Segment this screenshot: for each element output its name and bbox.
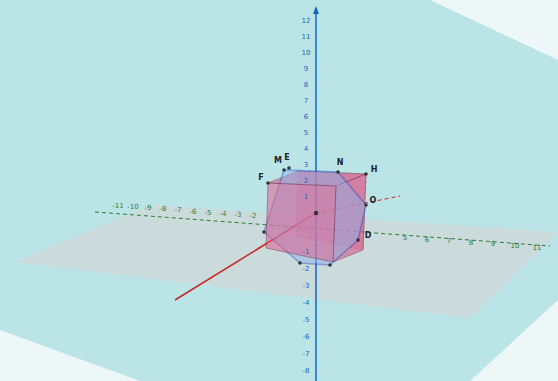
y-tick: 9 [491,240,495,248]
z-tick: 5 [304,129,308,137]
z-tick: -2 [303,265,310,273]
z-tick: 12 [302,17,311,25]
y-tick: -3 [235,211,242,219]
y-tick: 5 [403,234,407,242]
point-label: E [284,154,289,162]
y-tick: 10 [511,242,520,250]
y-tick: -8 [160,205,167,213]
z-tick: 7 [304,97,308,105]
y-tick: -4 [220,210,227,218]
z-tick: 10 [302,49,311,57]
z-tick: -8 [303,367,310,375]
y-tick: 6 [425,236,429,244]
z-tick: 11 [302,33,311,41]
z-tick: 4 [304,145,308,153]
z-tick: 3 [304,161,308,169]
point-label: M [274,157,282,165]
z-tick: -1 [303,248,310,256]
z-tick: 1 [304,193,308,201]
z-tick: -3 [303,282,310,290]
z-tick: -4 [303,299,310,307]
y-tick: -10 [127,203,138,211]
cube-front-face [266,183,336,262]
z-tick: -6 [303,333,310,341]
point-label: O [370,197,377,205]
y-tick: -6 [190,208,197,216]
z-arrowhead [313,6,319,14]
y-tick: -2 [250,212,257,220]
z-tick: -5 [303,316,310,324]
point-label: H [371,166,378,174]
points [262,166,368,267]
y-tick: -9 [145,204,152,212]
y-tick: 7 [447,237,451,245]
point-label: D [365,232,372,240]
y-tick: -5 [205,209,212,217]
z-tick: 2 [304,177,308,185]
z-tick: 8 [304,81,308,89]
y-tick: -11 [112,202,123,210]
z-tick: 6 [304,113,308,121]
z-tick: -7 [303,350,310,358]
y-tick: 8 [469,239,473,247]
y-tick: -7 [175,206,182,214]
point-label: F [258,174,263,182]
y-tick: 11 [533,244,542,252]
hexagon-section [264,170,366,265]
z-tick: 9 [304,65,308,73]
point-label: N [337,159,344,167]
